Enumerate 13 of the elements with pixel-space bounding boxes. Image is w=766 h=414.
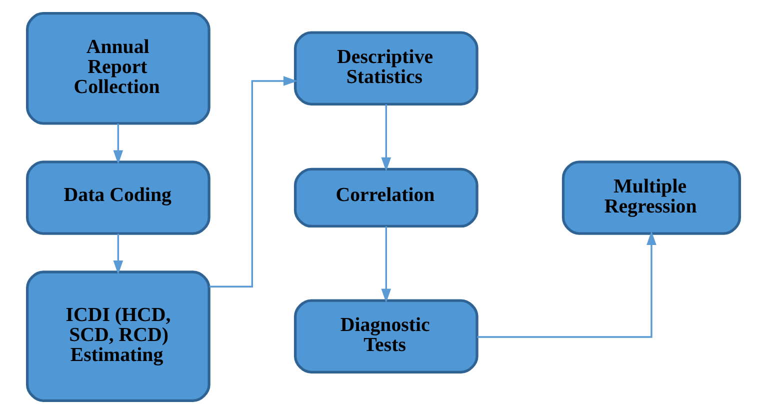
node-box: Data Coding bbox=[25, 160, 210, 235]
node-box: Descriptive Statistics bbox=[293, 31, 478, 106]
arrow bbox=[476, 230, 656, 338]
arrow bbox=[380, 226, 391, 303]
arrow bbox=[112, 124, 123, 164]
node-box: Correlation bbox=[293, 168, 478, 228]
arrow bbox=[112, 234, 123, 275]
node-box: Diagnostic Tests bbox=[293, 299, 478, 374]
arrow bbox=[208, 76, 298, 288]
node-box: ICDI (HCD, SCD, RCD) Estimating bbox=[25, 270, 210, 402]
node-box: Annual Report Collection bbox=[25, 12, 210, 125]
arrow bbox=[380, 104, 391, 172]
node-box: Multiple Regression bbox=[561, 160, 741, 235]
